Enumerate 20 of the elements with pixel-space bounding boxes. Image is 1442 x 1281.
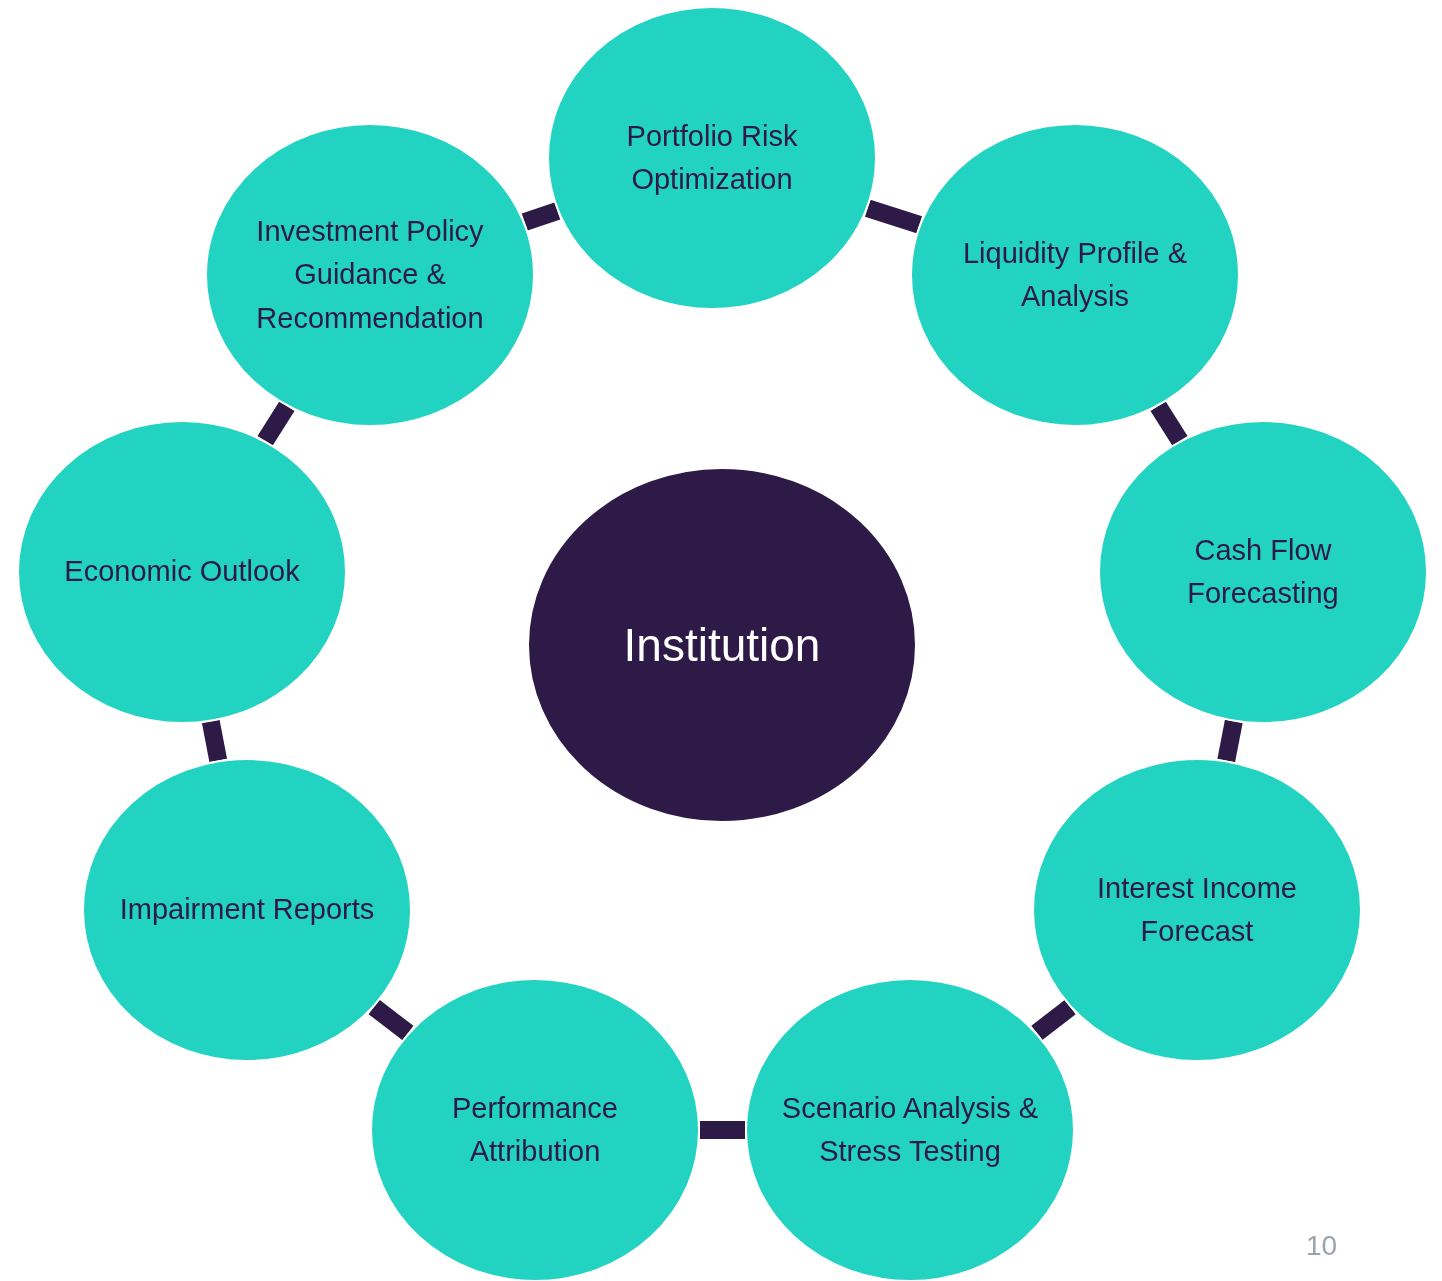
connector-bar [201,719,228,763]
node-label: Investment Policy Guidance & Recommendation [255,213,485,336]
connector-bar [700,1121,745,1139]
connector-bar [257,401,295,446]
node-label: Institution [623,617,821,673]
page-number: 10 [1306,1230,1338,1262]
node-label: Scenario Analysis & Stress Testing [780,1090,1040,1169]
connector-bar [865,199,922,234]
node-label: Impairment Reports [119,892,375,928]
connector-bar [1217,719,1243,763]
connector-bar [1031,1000,1076,1040]
node-label: Interest Income Forecast [1096,870,1298,949]
node-label: Performance Attribution [451,1090,619,1169]
node-label: Economic Outlook [64,554,300,590]
node-label: Portfolio Risk Optimization [625,118,799,197]
node-label: Cash Flow Forecasting [1186,532,1340,611]
connector-bar [521,202,561,231]
connector-bar [1150,401,1188,446]
node-label: Liquidity Profile & Analysis [961,235,1189,314]
connector-bar [368,999,414,1041]
